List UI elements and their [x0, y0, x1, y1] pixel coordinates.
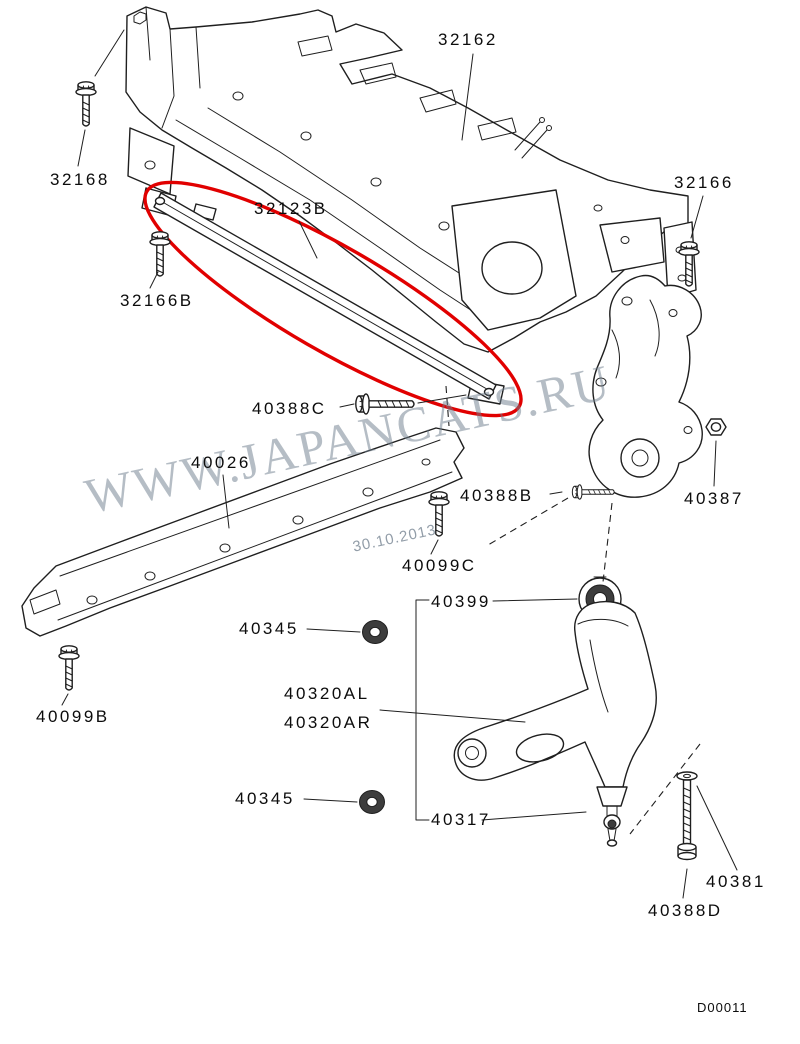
highlight-ellipse	[143, 180, 523, 418]
nut-40387-icon	[705, 418, 727, 436]
part-label-40317: 40317	[431, 810, 491, 829]
alignment-dashed-lines	[445, 385, 701, 835]
bolt-40388d-40381-drawing	[676, 771, 698, 861]
washer-40345-upper-icon	[362, 620, 388, 644]
part-label-32123b: 32123B	[254, 199, 328, 218]
washer-40345-lower-icon	[359, 790, 385, 814]
part-label-40388d: 40388D	[648, 901, 723, 920]
leader-lines	[61, 29, 738, 899]
subframe-drawing	[125, 6, 697, 405]
part-label-40345-lower: 40345	[235, 789, 295, 808]
part-label-40388c: 40388C	[252, 399, 327, 418]
part-label-32168: 32168	[50, 170, 110, 189]
part-label-40387: 40387	[684, 489, 744, 508]
part-label-32162: 32162	[438, 30, 498, 49]
part-label-40320ar: 40320AR	[284, 713, 373, 732]
ball-joint-drawing	[596, 786, 628, 847]
part-label-32166b: 32166B	[120, 291, 194, 310]
part-label-40099b: 40099B	[36, 707, 110, 726]
part-label-40320al: 40320AL	[284, 684, 370, 703]
part-label-40099c: 40099C	[402, 556, 477, 575]
diagram-code: D00011	[697, 1000, 748, 1015]
bolt-32168-icon	[75, 81, 97, 127]
part-label-40388b: 40388B	[460, 486, 534, 505]
part-label-32166: 32166	[674, 173, 734, 192]
part-label-40345-upper: 40345	[239, 619, 299, 638]
part-label-40399: 40399	[431, 592, 491, 611]
control-arm-drawing	[453, 600, 657, 788]
part-label-40381: 40381	[706, 872, 766, 891]
part-label-40026: 40026	[191, 453, 251, 472]
bolt-40099b-icon	[58, 645, 80, 691]
bolt-32166b-icon	[149, 231, 171, 277]
lower-crossmember-drawing	[21, 427, 465, 637]
steering-knuckle-drawing	[588, 274, 703, 498]
stay-bar-32123b-drawing	[153, 192, 497, 400]
